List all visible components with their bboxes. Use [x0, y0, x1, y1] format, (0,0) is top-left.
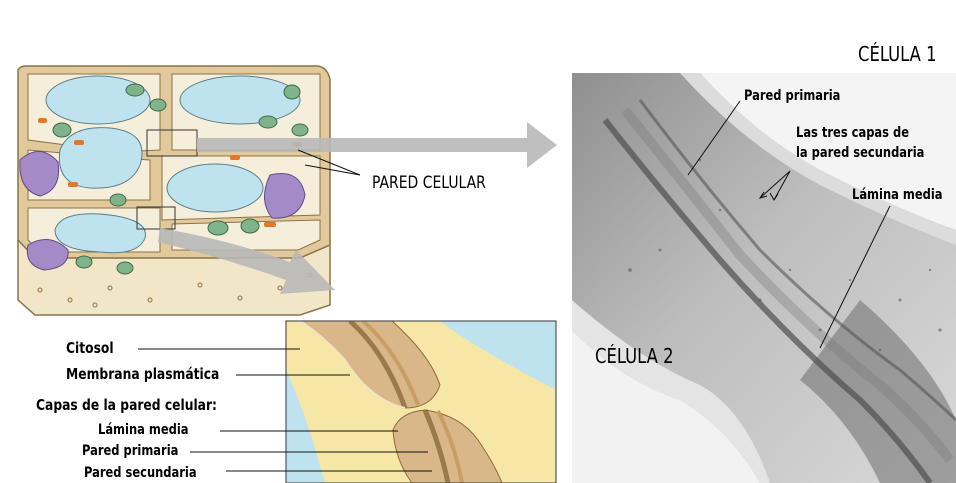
label-lamina-media-micrograph: Lámina media: [852, 188, 943, 202]
label-pared-secundaria: Pared secundaria: [84, 466, 197, 480]
label-pared-primaria: Pared primaria: [82, 444, 178, 458]
label-pared-celular: PARED CELULAR: [372, 175, 486, 192]
label-celula-2: CÉLULA 2: [595, 346, 674, 366]
label-capas-pared: Capas de la pared celular:: [36, 398, 217, 413]
label-pared-primaria-micrograph: Pared primaria: [744, 89, 840, 103]
label-celula-1: CÉLULA 1: [858, 44, 937, 64]
label-lamina-media: Lámina media: [98, 423, 189, 437]
label-citosol: Citosol: [66, 341, 114, 356]
label-tres-capas-line2: la pared secundaria: [796, 146, 924, 160]
label-membrana-plasmatica: Membrana plasmática: [66, 367, 219, 382]
label-tres-capas-line1: Las tres capas de: [796, 126, 909, 140]
